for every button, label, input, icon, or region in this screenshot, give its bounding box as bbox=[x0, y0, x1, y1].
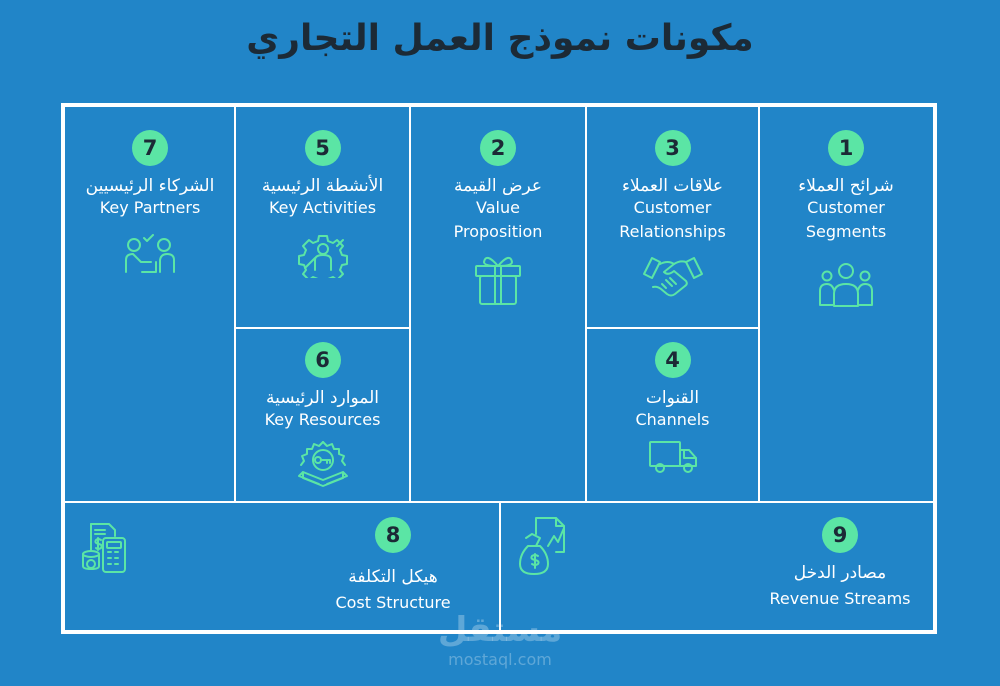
gear-worker-icon bbox=[297, 234, 349, 278]
block-title-english-line2: Relationships bbox=[619, 222, 726, 241]
block-title-arabic: علاقات العملاء bbox=[621, 176, 724, 196]
block-title-english: Customer bbox=[633, 198, 712, 217]
number-badge: 4 bbox=[654, 342, 691, 378]
block-title-english: Value bbox=[476, 198, 520, 217]
block-title-english: Key Activities bbox=[268, 198, 377, 217]
number-badge: 8 bbox=[375, 517, 411, 553]
block-key-partners: 7 الشركاء الرئيسيين Key Partners bbox=[64, 106, 236, 503]
number-badge: 6 bbox=[304, 342, 341, 378]
block-customer-relationships: 3 علاقات العملاء Customer Relationships bbox=[585, 106, 760, 329]
block-title-english: Cost Structure bbox=[335, 593, 451, 612]
block-title-arabic: مصادر الدخل bbox=[793, 563, 887, 583]
number-badge: 5 bbox=[304, 130, 341, 166]
number-badge: 7 bbox=[132, 130, 168, 166]
block-value-proposition: 2 عرض القيمة Value Proposition bbox=[409, 106, 587, 503]
business-model-canvas: 7 الشركاء الرئيسيين Key Partners 5 الأنش… bbox=[61, 103, 937, 634]
block-title-english: Revenue Streams bbox=[769, 589, 911, 608]
watermark-url: mostaql.com bbox=[448, 650, 552, 669]
block-title-arabic: الموارد الرئيسية bbox=[266, 388, 379, 408]
gift-icon bbox=[473, 252, 523, 306]
number-badge: 2 bbox=[480, 130, 516, 166]
partners-meeting-icon bbox=[124, 234, 176, 276]
page-title: مكونات نموذج العمل التجاري bbox=[246, 18, 754, 59]
block-title-arabic: هيكل التكلفة bbox=[348, 567, 438, 587]
delivery-truck-icon bbox=[648, 440, 698, 476]
block-cost-structure: 8 هيكل التكلفة Cost Structure bbox=[64, 501, 501, 631]
block-title-english: Key Resources bbox=[264, 410, 381, 429]
block-title-arabic: الأنشطة الرئيسية bbox=[261, 176, 384, 196]
block-title-arabic: الشركاء الرئيسيين bbox=[85, 176, 215, 196]
key-box-icon bbox=[297, 440, 349, 488]
block-channels: 4 القنوات Channels bbox=[585, 327, 760, 503]
block-customer-segments: 1 شرائح العملاء Customer Segments bbox=[758, 106, 934, 503]
block-key-activities: 5 الأنشطة الرئيسية Key Activities bbox=[234, 106, 411, 329]
number-badge: 9 bbox=[822, 517, 858, 553]
number-badge: 1 bbox=[828, 130, 864, 166]
handshake-icon bbox=[642, 254, 704, 298]
people-group-icon bbox=[818, 262, 874, 308]
block-revenue-streams: 9 مصادر الدخل Revenue Streams bbox=[499, 501, 934, 631]
block-title-english-line2: Segments bbox=[805, 222, 887, 241]
block-title-english-line2: Proposition bbox=[453, 222, 543, 241]
block-title-arabic: شرائح العملاء bbox=[798, 176, 894, 196]
block-key-resources: 6 الموارد الرئيسية Key Resources bbox=[234, 327, 411, 503]
block-title-arabic: القنوات bbox=[645, 388, 700, 408]
block-title-english: Customer bbox=[807, 198, 885, 217]
block-title-arabic: عرض القيمة bbox=[453, 176, 543, 196]
money-bag-icon bbox=[518, 516, 568, 576]
watermark-logo: مستقل bbox=[437, 610, 563, 650]
calculator-coins-icon bbox=[81, 522, 129, 574]
block-title-english: Key Partners bbox=[99, 198, 201, 217]
block-title-english: Channels bbox=[635, 410, 710, 429]
number-badge: 3 bbox=[654, 130, 691, 166]
